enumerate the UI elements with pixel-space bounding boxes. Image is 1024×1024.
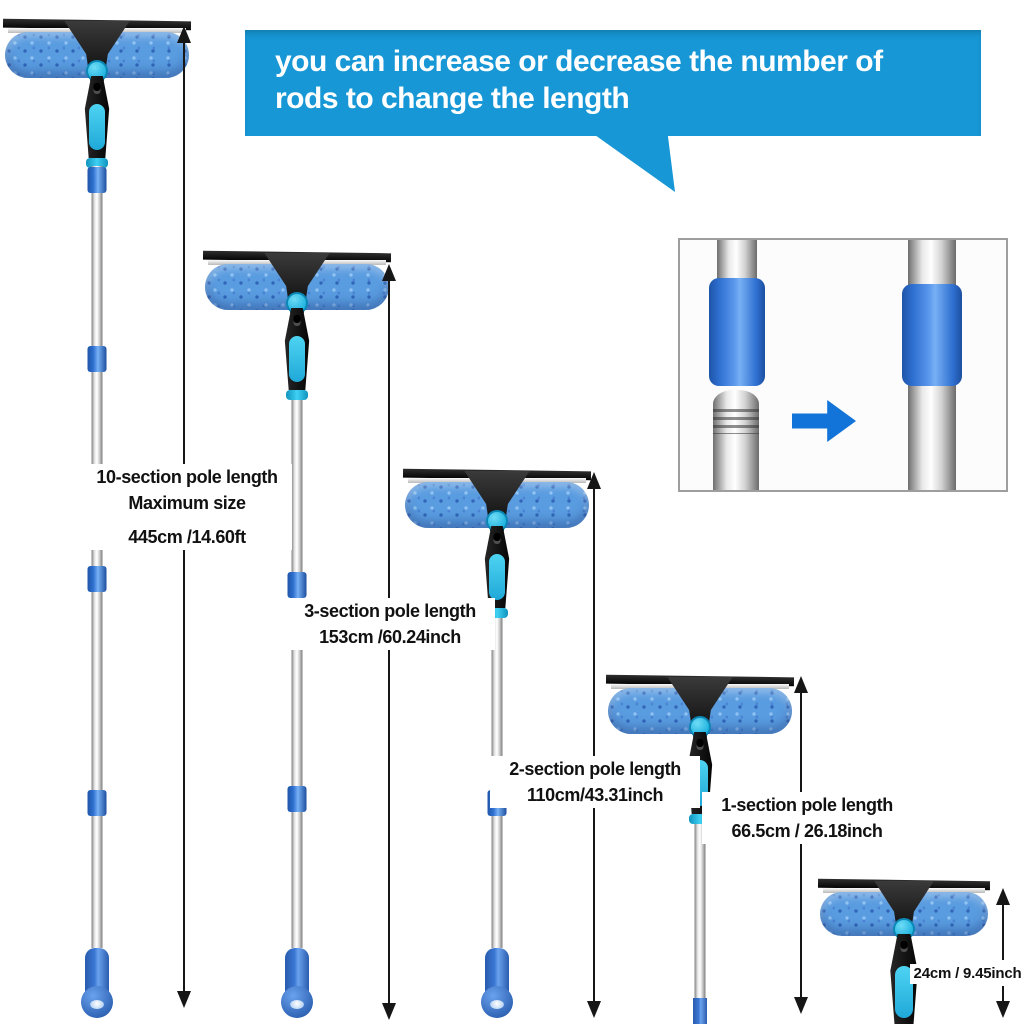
handle-hole <box>293 315 301 326</box>
squeegee-tool-handle-only <box>817 876 991 1024</box>
telescopic-pole <box>291 400 303 948</box>
arrow-up-icon <box>587 472 601 489</box>
arrow-down-icon <box>794 997 808 1014</box>
pole-connector-band <box>87 566 107 592</box>
dimension-arrow-2-section <box>586 472 602 1018</box>
hang-hole <box>290 1000 304 1009</box>
end-grip <box>693 998 707 1024</box>
pole-connector-band <box>87 346 107 372</box>
label-line: 445cm /14.60ft <box>128 527 246 547</box>
arrow-up-icon <box>996 888 1010 905</box>
grip-pad <box>289 336 305 382</box>
telescopic-pole <box>694 824 706 1000</box>
label-line: 66.5cm / 26.18inch <box>731 821 883 841</box>
handle <box>84 76 110 158</box>
end-cap <box>81 986 113 1018</box>
end-cap <box>481 986 513 1018</box>
banner-text-line1: you can increase or decrease the number … <box>275 45 883 78</box>
callout-banner: you can increase or decrease the number … <box>245 30 981 136</box>
telescopic-pole <box>91 166 103 948</box>
arrow-up-icon <box>382 264 396 281</box>
pole-segment-bottom <box>713 390 759 490</box>
label-line: Maximum size <box>128 493 246 513</box>
handle-hole <box>93 83 101 94</box>
connector-sleeve-assembled <box>902 284 962 386</box>
label-line: 1-section pole length <box>721 795 893 815</box>
label-2-section: 2-section pole length 110cm/43.31inch <box>490 756 700 808</box>
handle-collar <box>286 390 308 400</box>
dimension-arrow-handle-bottom <box>995 986 1011 1018</box>
label-line: 110cm/43.31inch <box>526 785 664 805</box>
pole-ridges <box>713 404 759 434</box>
end-cap <box>281 986 313 1018</box>
pole-connector-band <box>87 790 107 816</box>
hang-hole <box>90 1000 104 1009</box>
grip-pad <box>489 554 505 600</box>
label-line: 10-section pole length <box>96 467 278 487</box>
squeegee-tool-3-section <box>202 248 392 1024</box>
dimension-arrow-1-section <box>793 676 809 1014</box>
callout-banner-tail <box>595 135 675 192</box>
label-10-section: 10-section pole length Maximum size 445c… <box>82 464 292 550</box>
grip-pad <box>895 966 913 1018</box>
handle-collar <box>86 158 108 168</box>
banner-text-line2: rods to change the length <box>275 82 630 115</box>
handle-collar <box>486 608 508 618</box>
arrow-up-icon <box>794 676 808 693</box>
handle <box>284 308 310 390</box>
label-handle-only: 24cm / 9.45inch <box>910 964 1024 984</box>
arrow-down-icon <box>587 1001 601 1018</box>
label-3-section: 3-section pole length 153cm /60.24inch <box>285 598 495 650</box>
arrow-up-icon <box>177 26 191 43</box>
hang-hole <box>490 1000 504 1009</box>
pole-connector-band <box>87 167 107 193</box>
pole-connector-band <box>287 786 307 812</box>
arrow-down-icon <box>177 991 191 1008</box>
dimension-arrow-handle-top <box>995 888 1011 960</box>
handle-hole <box>900 941 908 952</box>
label-line: 3-section pole length <box>304 601 476 621</box>
arrow-down-icon <box>382 1003 396 1020</box>
arrow-down-icon <box>996 1001 1010 1018</box>
pole-connector-band <box>287 572 307 598</box>
handle-hole <box>493 533 501 544</box>
grip-pad <box>89 104 105 150</box>
handle-hole <box>696 739 704 750</box>
arrow-right-icon <box>792 400 856 442</box>
squeegee-tool-1-section <box>605 672 795 1024</box>
squeegee-tool-10-section <box>2 16 192 1024</box>
label-line: 2-section pole length <box>509 759 681 779</box>
connector-sleeve <box>709 278 765 386</box>
handle-collar <box>689 814 711 824</box>
connection-detail-inset <box>678 238 1008 492</box>
label-1-section: 1-section pole length 66.5cm / 26.18inch <box>702 792 912 844</box>
label-line: 24cm / 9.45inch <box>913 965 1022 982</box>
label-line: 153cm /60.24inch <box>319 627 461 647</box>
handle <box>484 526 510 608</box>
squeegee-tool-2-section <box>402 466 592 1024</box>
